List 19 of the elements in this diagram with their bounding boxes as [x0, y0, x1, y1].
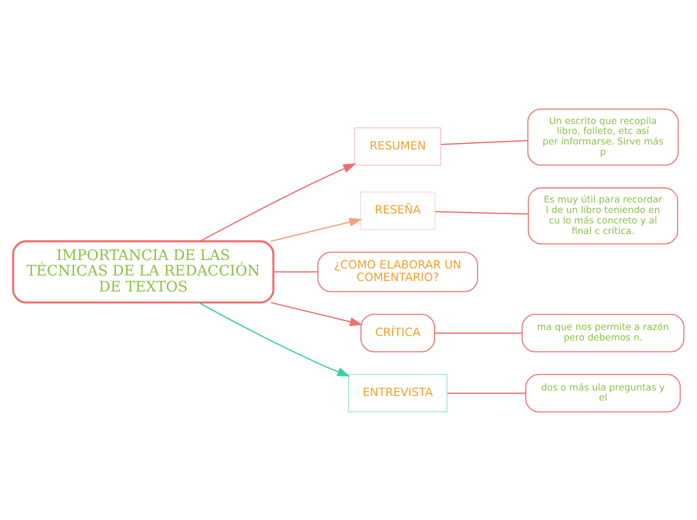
node-box: IMPORTANCIA DE LAS TÉCNICAS DE LA REDACCIÓN DE TEXTOS — [12, 240, 274, 304]
node-box: ENTREVISTA — [348, 374, 448, 412]
node-box: RESUMEN — [354, 127, 442, 165]
node-box: Un escrito que recopila libro, folleto, etc así per informarse. Sirve más p — [527, 108, 679, 166]
node-box: dos o más ula preguntas y el — [525, 374, 681, 412]
node-box: ma que nos permite a razón pero debemos n. — [522, 313, 684, 352]
arrow — [270, 301, 363, 326]
node-box: CRÍTICA — [360, 313, 436, 352]
arrow — [270, 217, 362, 242]
connector — [434, 332, 522, 334]
node-box: RESEÑA — [360, 191, 436, 230]
connector — [440, 139, 528, 145]
node-box: Es muy útil para recordar l de un libro teniendo en cu lo más concreto y al final c crítica. — [528, 186, 678, 244]
node-box: ¿COMO ELABORAR UN COMENTARIO? — [317, 251, 478, 292]
connector — [447, 392, 526, 394]
connector — [435, 210, 528, 214]
arrow — [198, 302, 350, 376]
arrow — [200, 162, 356, 242]
connector — [273, 270, 318, 272]
